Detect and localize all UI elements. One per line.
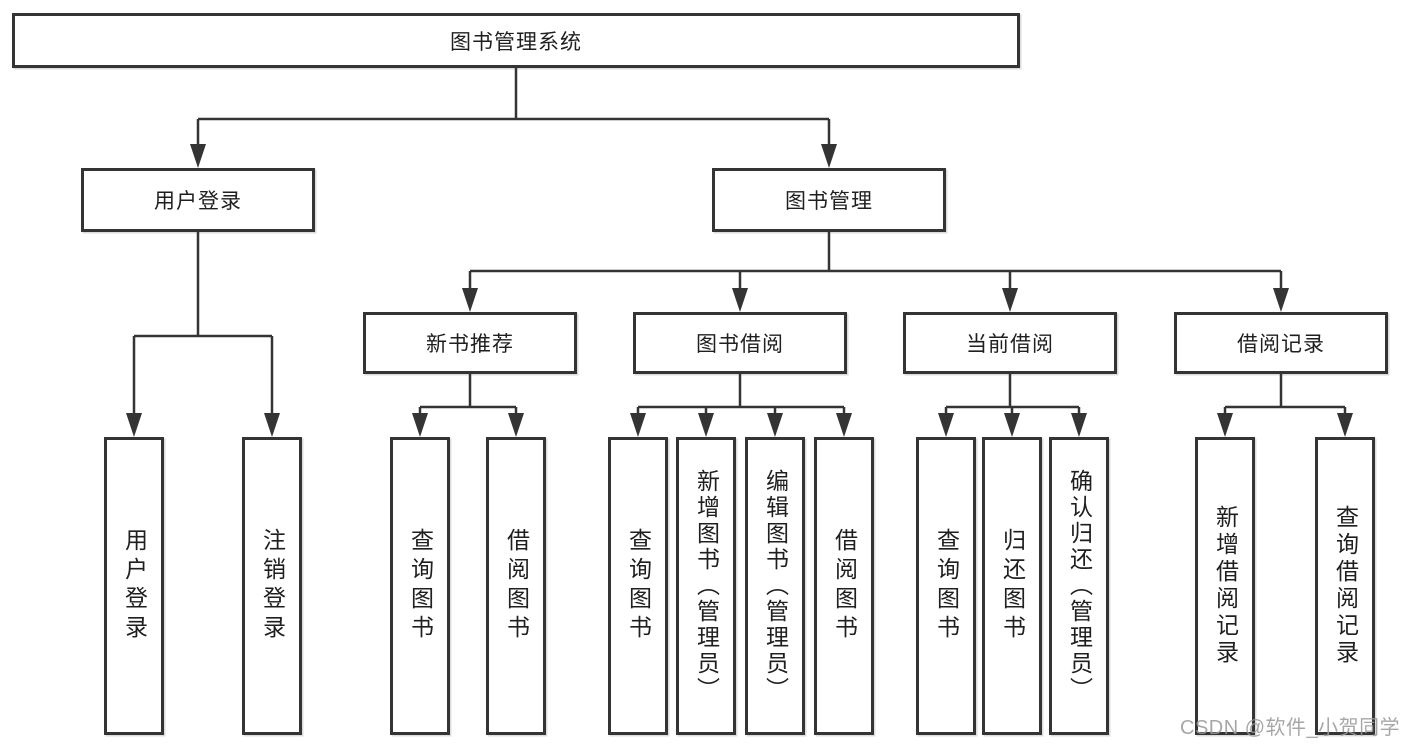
node-book-management: 图书管理	[712, 168, 946, 232]
leaf-add-book-admin: 新增图书（管理员）	[676, 437, 736, 735]
leaf-confirm-return-admin: 确认归还（管理员）	[1049, 437, 1109, 735]
leaf-user-login: 用户登录	[104, 437, 164, 735]
leaf-query-books-current-label: 查询图书	[933, 528, 960, 644]
node-current-borrow-label: 当前借阅	[966, 333, 1054, 356]
connector-root-to-level2	[190, 68, 837, 168]
leaf-borrow-books-borrow-label: 借阅图书	[831, 528, 858, 644]
node-user-login: 用户登录	[81, 168, 315, 232]
leaf-borrow-books-recommend: 借阅图书	[486, 437, 546, 735]
leaf-confirm-return-admin-label: 确认归还（管理员）	[1066, 469, 1093, 703]
leaf-query-borrow-record: 查询借阅记录	[1315, 437, 1375, 735]
connector-new-book-recommend-to-leaves	[412, 374, 524, 437]
node-root: 图书管理系统	[12, 13, 1020, 68]
leaf-return-book-label: 归还图书	[999, 528, 1026, 644]
node-borrow-records: 借阅记录	[1174, 312, 1388, 374]
leaf-user-login-label: 用户登录	[121, 528, 148, 644]
node-book-borrow-label: 图书借阅	[696, 333, 784, 356]
leaf-query-books-borrow: 查询图书	[608, 437, 668, 735]
leaf-add-borrow-record: 新增借阅记录	[1195, 437, 1255, 735]
csdn-watermark: CSDN @软件_小贺同学	[1180, 717, 1401, 739]
node-new-book-recommend-label: 新书推荐	[426, 333, 514, 356]
leaf-edit-book-admin-label: 编辑图书（管理员）	[762, 469, 789, 703]
node-new-book-recommend: 新书推荐	[363, 312, 577, 374]
node-current-borrow: 当前借阅	[903, 312, 1117, 374]
leaf-add-book-admin-label: 新增图书（管理员）	[693, 469, 720, 703]
node-borrow-records-label: 借阅记录	[1237, 333, 1325, 356]
leaf-query-books-borrow-label: 查询图书	[625, 528, 652, 644]
leaf-borrow-books-borrow: 借阅图书	[814, 437, 874, 735]
connector-book-management-to-level3	[462, 232, 1289, 312]
leaf-logout-label: 注销登录	[259, 528, 286, 644]
leaf-query-borrow-record-label: 查询借阅记录	[1332, 505, 1359, 667]
node-user-login-label: 用户登录	[154, 190, 242, 213]
leaf-query-books-recommend: 查询图书	[390, 437, 450, 735]
node-book-management-label: 图书管理	[785, 190, 873, 213]
node-root-label: 图书管理系统	[450, 30, 582, 54]
leaf-return-book: 归还图书	[982, 437, 1042, 735]
leaf-borrow-books-recommend-label: 借阅图书	[503, 528, 530, 644]
connector-current-borrow-to-leaves	[938, 374, 1087, 437]
connector-user-login-to-leaves	[126, 232, 280, 437]
connector-book-borrow-to-leaves	[630, 374, 852, 437]
leaf-logout: 注销登录	[242, 437, 302, 735]
leaf-add-borrow-record-label: 新增借阅记录	[1212, 505, 1239, 667]
connector-borrow-records-to-leaves	[1217, 374, 1353, 437]
leaf-query-books-recommend-label: 查询图书	[407, 528, 434, 644]
node-book-borrow: 图书借阅	[633, 312, 847, 374]
leaf-edit-book-admin: 编辑图书（管理员）	[745, 437, 805, 735]
leaf-query-books-current: 查询图书	[916, 437, 976, 735]
